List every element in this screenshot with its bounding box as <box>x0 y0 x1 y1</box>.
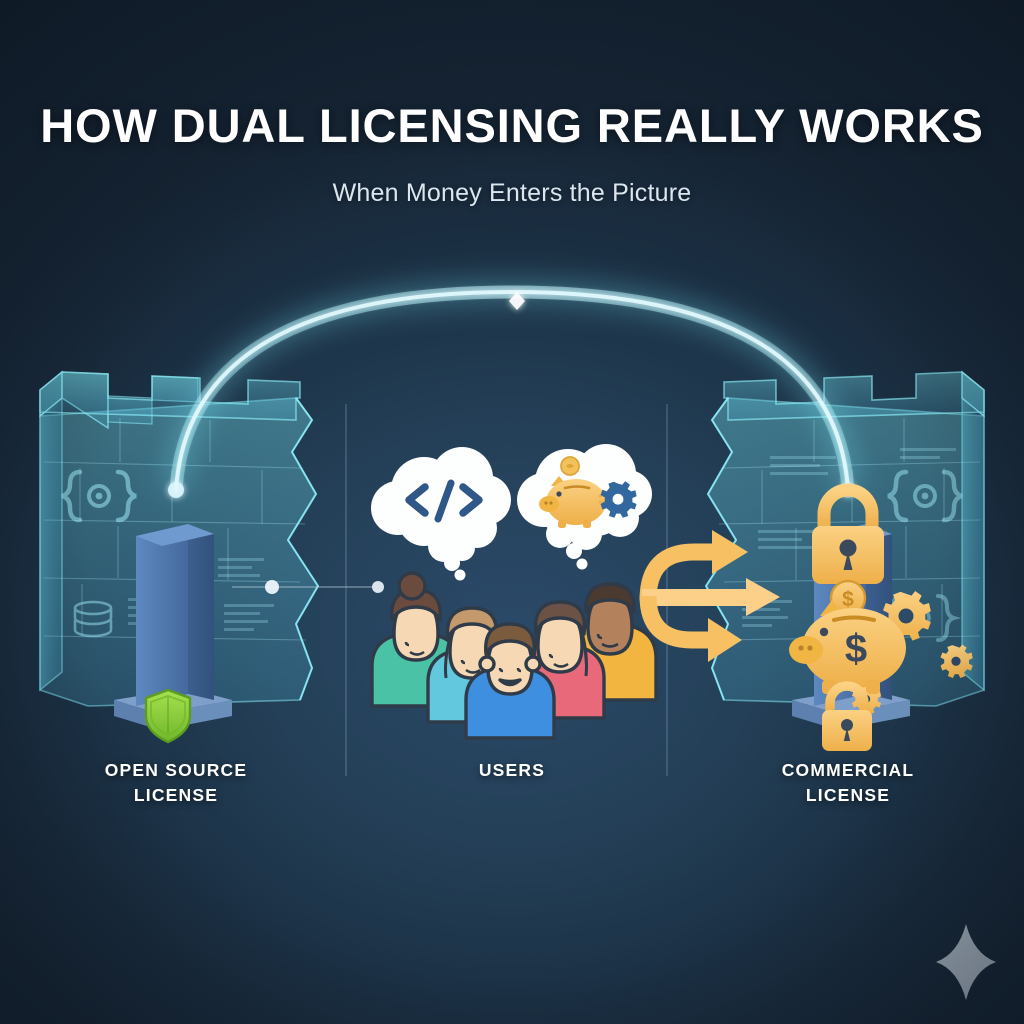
thought-bubble-code-icon <box>371 447 511 581</box>
sparkle-star-icon <box>936 924 996 1000</box>
people-group-icon <box>370 571 658 740</box>
svg-text:$: $ <box>842 588 854 611</box>
coin-icon <box>560 456 580 476</box>
shield-icon <box>144 688 192 744</box>
svg-text:$: $ <box>845 627 867 671</box>
thought-bubble-money-icon <box>517 444 652 570</box>
